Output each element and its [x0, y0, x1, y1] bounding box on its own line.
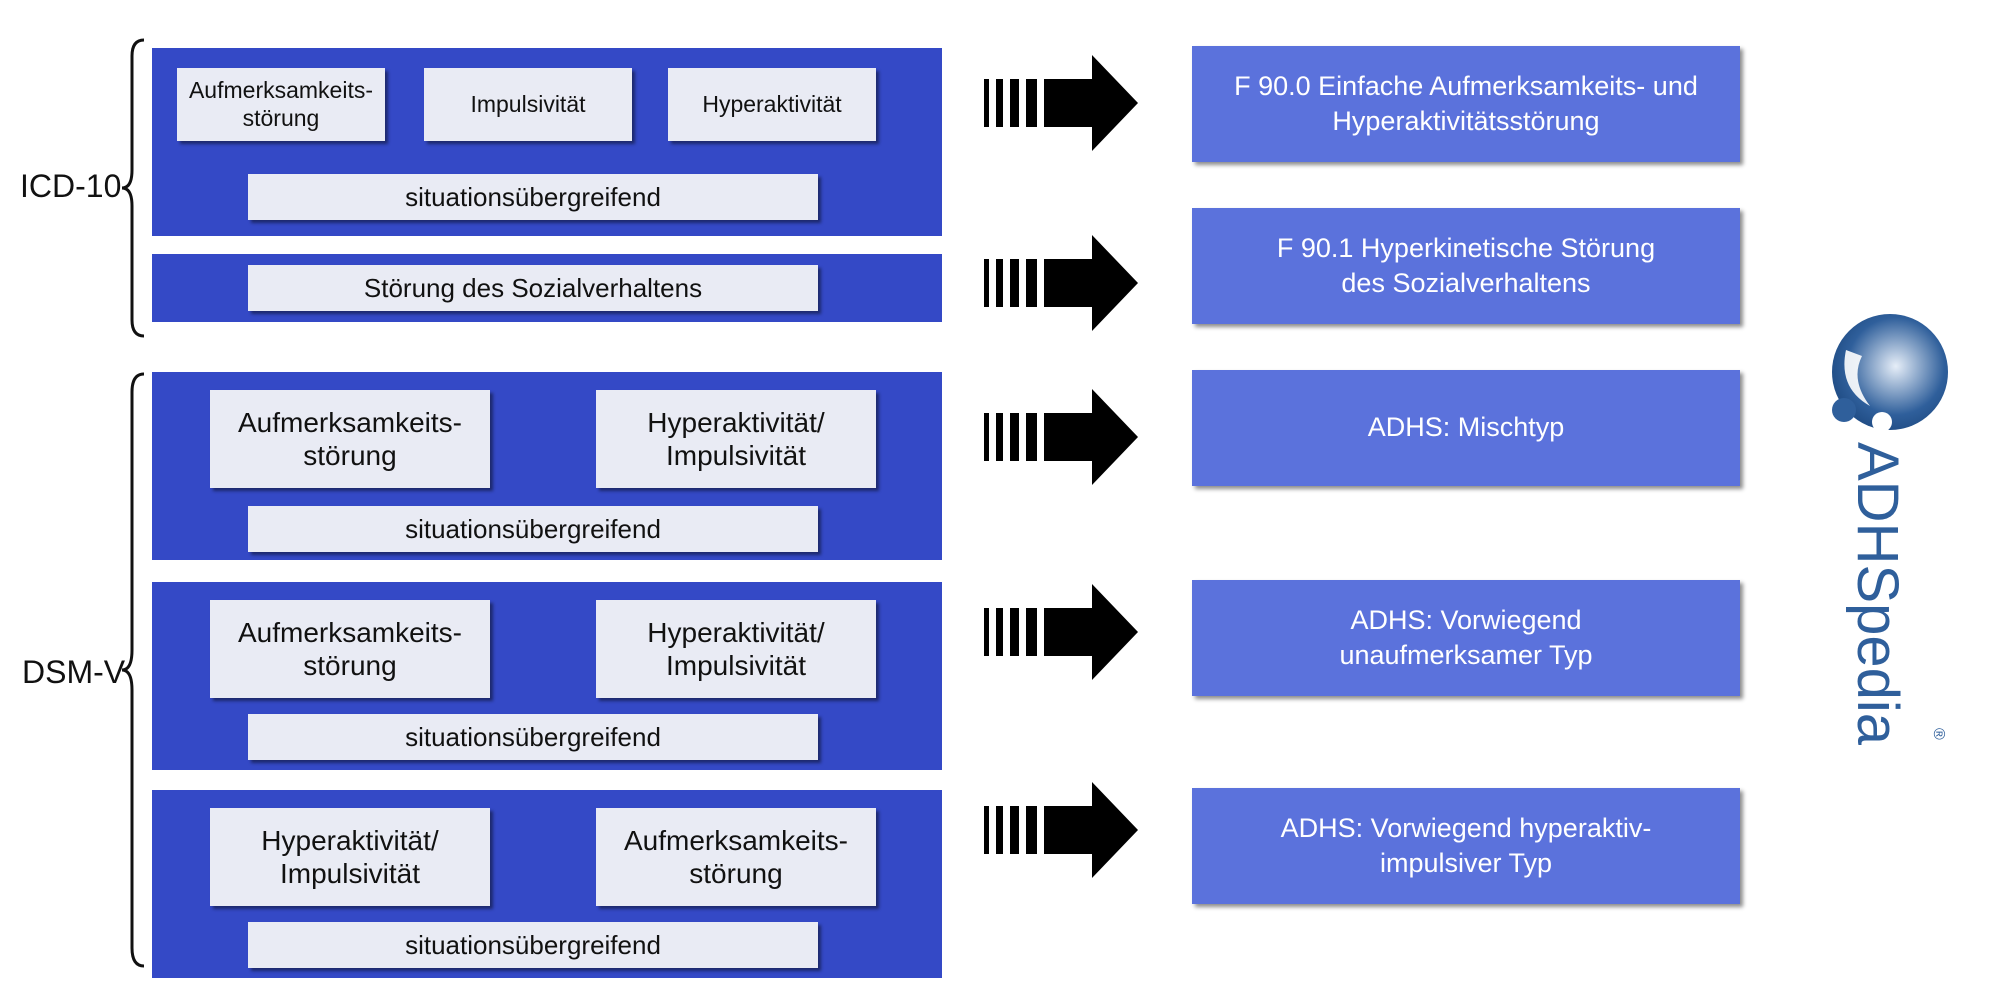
conduct-disorder-box: Störung des Sozialverhaltens [248, 265, 818, 311]
dsm5-panel-combined: Aufmerksamkeits- störung Hyperaktivität/… [152, 372, 942, 560]
hyperactivity-box: Hyperaktivität [668, 68, 876, 141]
dsm5-p1-right-box: Hyperaktivität/ Impulsivität [596, 390, 876, 488]
result-f900: F 90.0 Einfache Aufmerksamkeits- und Hyp… [1192, 46, 1740, 162]
dsm5-label: DSM-V [22, 654, 126, 690]
icd10-brace [118, 38, 158, 338]
dsm5-p1-left-box: Aufmerksamkeits- störung [210, 390, 490, 488]
arrow-icon [980, 780, 1140, 880]
attention-disorder-box: Aufmerksamkeits- störung [177, 68, 385, 141]
dsm5-p3-right-box: Aufmerksamkeits- störung [596, 808, 876, 906]
dsm5-p2-situational-box: situationsübergreifend [248, 714, 818, 760]
arrow-icon [980, 387, 1140, 487]
impulsivity-box: Impulsivität [424, 68, 632, 141]
logo-wordmark: ADHSpedia [1845, 442, 1910, 746]
dsm5-panel-hyperactive: Hyperaktivität/ Impulsivität Aufmerksamk… [152, 790, 942, 978]
result-mixed-type: ADHS: Mischtyp [1192, 370, 1740, 486]
dsm5-p1-situational-box: situationsübergreifend [248, 506, 818, 552]
icd10-panel-combined: Aufmerksamkeits- störung Impulsivität Hy… [152, 48, 942, 236]
situational-box: situationsübergreifend [248, 174, 818, 220]
result-f901: F 90.1 Hyperkinetische Störung des Sozia… [1192, 208, 1740, 324]
dsm5-p2-left-box: Aufmerksamkeits- störung [210, 600, 490, 698]
arrow-icon [980, 582, 1140, 682]
arrow-icon [980, 233, 1140, 333]
dsm5-brace [118, 372, 158, 968]
dsm5-panel-inattentive: Aufmerksamkeits- störung Hyperaktivität/… [152, 582, 942, 770]
result-hyperactive-type: ADHS: Vorwiegend hyperaktiv- impulsiver … [1192, 788, 1740, 904]
icd10-panel-conduct: Störung des Sozialverhaltens [152, 254, 942, 322]
dsm5-p2-right-box: Hyperaktivität/ Impulsivität [596, 600, 876, 698]
icd10-label: ICD-10 [20, 168, 122, 204]
arrow-icon [980, 53, 1140, 153]
dsm5-p3-left-box: Hyperaktivität/ Impulsivität [210, 808, 490, 906]
result-inattentive-type: ADHS: Vorwiegend unaufmerksamer Typ [1192, 580, 1740, 696]
adhspedia-logo: ADHSpedia ® [1810, 310, 1960, 750]
dsm5-p3-situational-box: situationsübergreifend [248, 922, 818, 968]
logo-registered-mark: ® [1930, 728, 1947, 740]
